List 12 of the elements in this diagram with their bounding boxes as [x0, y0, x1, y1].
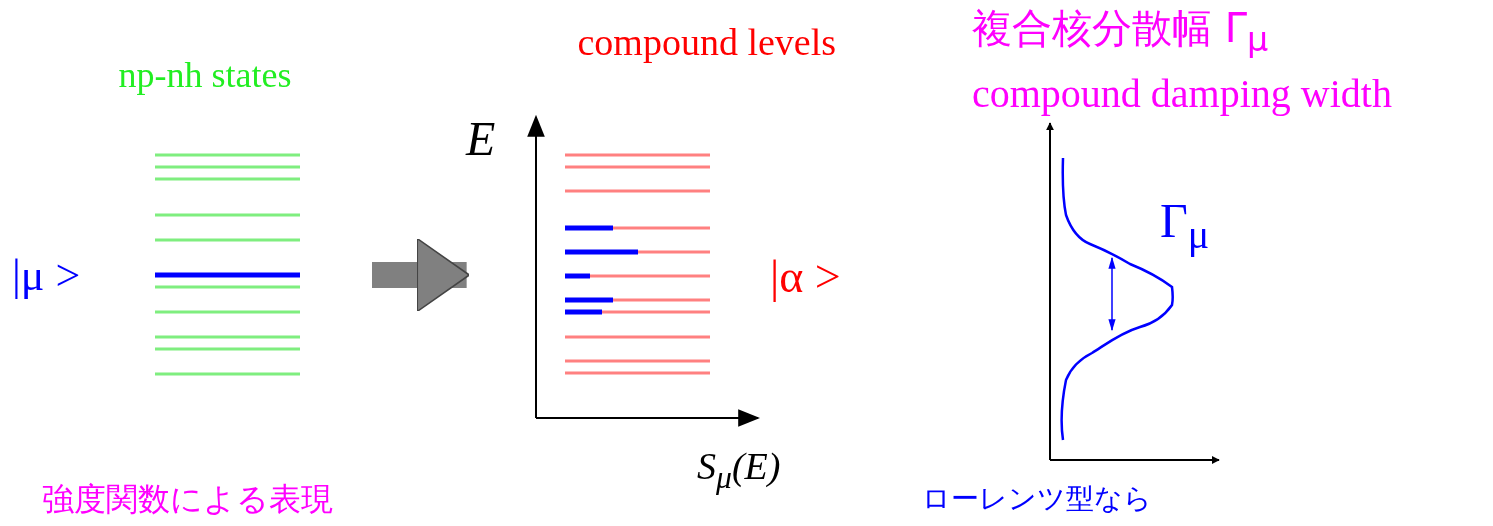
heading-text: compound levels	[577, 22, 837, 64]
state-label: |α >	[770, 252, 841, 303]
heading-text: 複合核分散幅 Γ$_{μ}$	[972, 6, 1269, 59]
width-label: Γ$_{μ}$	[1160, 195, 1210, 257]
heading-text: compound damping width	[972, 72, 1392, 116]
caption-text: ローレンツ型なら	[922, 484, 1152, 515]
axis-label: S$_{μ}$(E)	[697, 446, 781, 496]
heading-text: np-nh states	[118, 56, 292, 96]
block-arrow	[372, 237, 471, 313]
axis-label: E	[466, 113, 496, 166]
caption-text: 強度関数による表現	[42, 482, 333, 518]
state-label: |μ >	[12, 252, 81, 301]
